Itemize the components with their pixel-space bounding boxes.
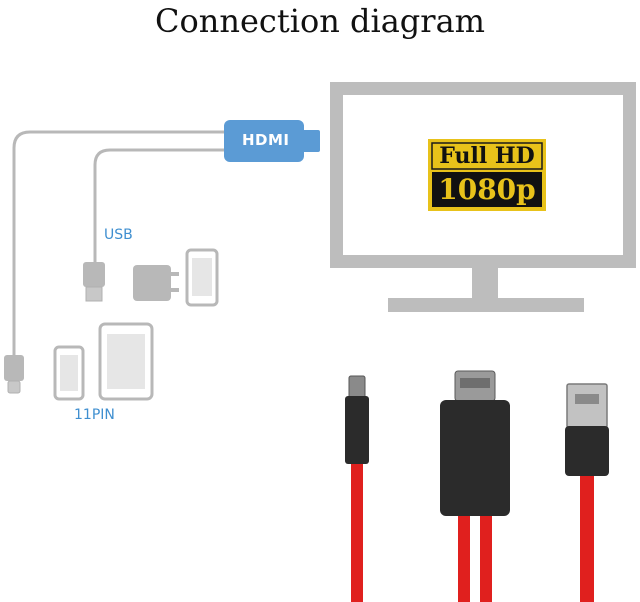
usb-label: USB: [104, 227, 133, 243]
hdmi-cable: [440, 370, 510, 602]
hdmi-label: HDMI: [242, 131, 290, 149]
diagram-title: Connection diagram: [155, 2, 485, 40]
phone-icon: [185, 248, 219, 307]
badge-line-1080p: 1080p: [438, 173, 536, 206]
usb-plug-icon: [83, 262, 105, 302]
power-adapter-icon: [133, 265, 179, 301]
pin-label: 11PIN: [74, 407, 115, 423]
micro-usb-cable: [345, 375, 369, 602]
phone-small-icon: [53, 345, 85, 401]
badge-line-full-hd: Full HD: [439, 143, 535, 169]
tablet-icon: [98, 322, 154, 401]
usb-a-cable: [565, 383, 609, 602]
gray-cables: [12, 130, 232, 355]
hdmi-plug-icon: [224, 120, 320, 162]
pin-plug-icon: [4, 355, 24, 394]
full-hd-badge: [428, 139, 546, 211]
